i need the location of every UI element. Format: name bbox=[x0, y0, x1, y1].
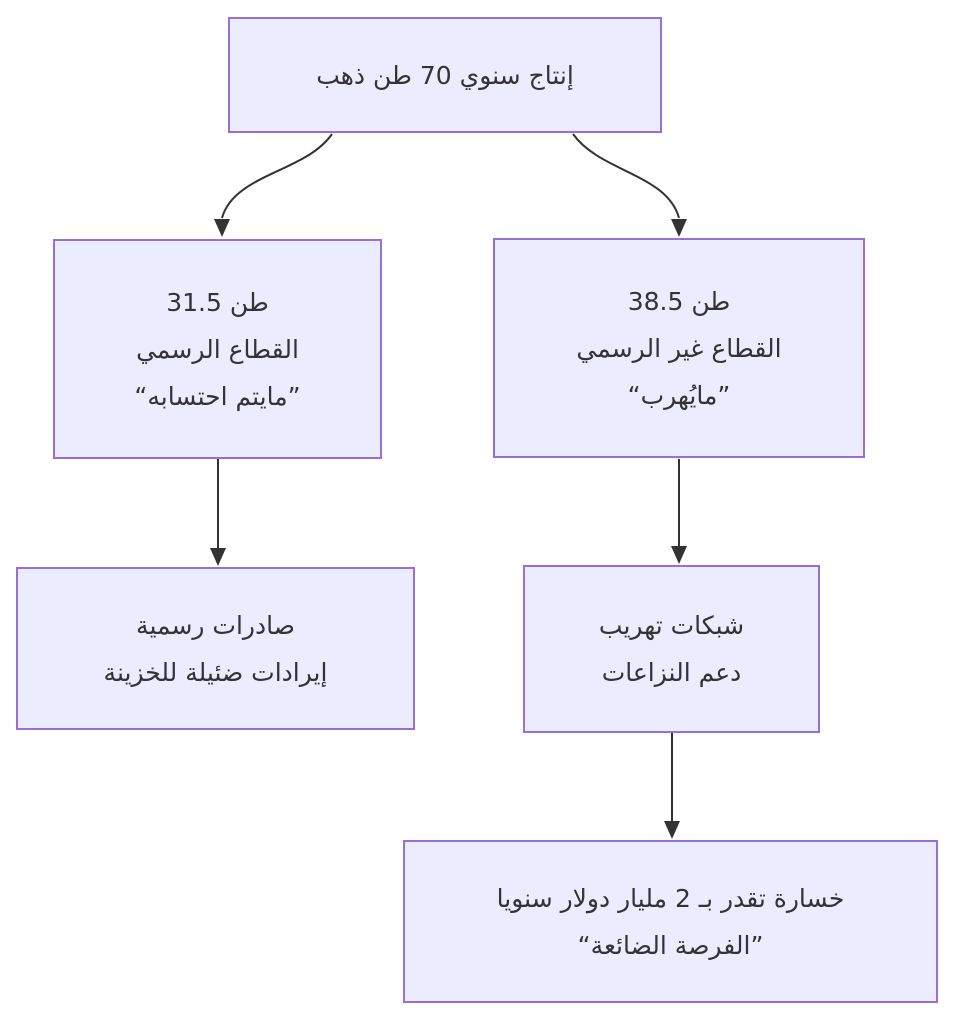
node-line: شبكات تهريب bbox=[598, 611, 745, 640]
arrowhead-smuggling-to-loss bbox=[664, 821, 680, 839]
edge-production-to-official bbox=[221, 133, 333, 219]
node-line: القطاع الرسمي bbox=[136, 334, 299, 364]
node-line: دعم النزاعات bbox=[601, 658, 742, 687]
node-estimated-loss: خسارة تقدر بـ 2 مليار دولار سنويا “الفرص… bbox=[403, 840, 938, 1003]
node-line: 31.5 طن bbox=[166, 287, 269, 317]
node-line: “مايتم احتسابه” bbox=[134, 381, 301, 411]
node-line: إنتاج سنوي 70 طن ذهب bbox=[316, 60, 574, 90]
arrowhead-production-to-informal bbox=[671, 219, 687, 237]
arrowhead-production-to-official bbox=[214, 219, 230, 237]
node-line: خسارة تقدر بـ 2 مليار دولار سنويا bbox=[496, 883, 845, 913]
edge-production-to-informal bbox=[572, 133, 680, 219]
node-line: 38.5 طن bbox=[627, 286, 731, 316]
node-annual-production: إنتاج سنوي 70 طن ذهب bbox=[228, 17, 662, 133]
node-line: صادرات رسمية bbox=[136, 610, 295, 640]
node-line: إيرادات ضئيلة للخزينة bbox=[103, 657, 328, 687]
node-line: “الفرصة الضائعة” bbox=[577, 930, 764, 960]
arrowhead-official-to-exports bbox=[210, 548, 226, 566]
node-line: “مايُهرب” bbox=[627, 380, 731, 410]
node-official-sector: 31.5 طن القطاع الرسمي “مايتم احتسابه” bbox=[53, 239, 382, 459]
node-official-exports: صادرات رسمية إيرادات ضئيلة للخزينة bbox=[16, 567, 415, 730]
arrowhead-informal-to-smuggling bbox=[671, 546, 687, 564]
node-line: القطاع غير الرسمي bbox=[576, 333, 782, 363]
node-informal-sector: 38.5 طن القطاع غير الرسمي “مايُهرب” bbox=[493, 238, 865, 458]
node-smuggling-networks: شبكات تهريب دعم النزاعات bbox=[523, 565, 820, 733]
